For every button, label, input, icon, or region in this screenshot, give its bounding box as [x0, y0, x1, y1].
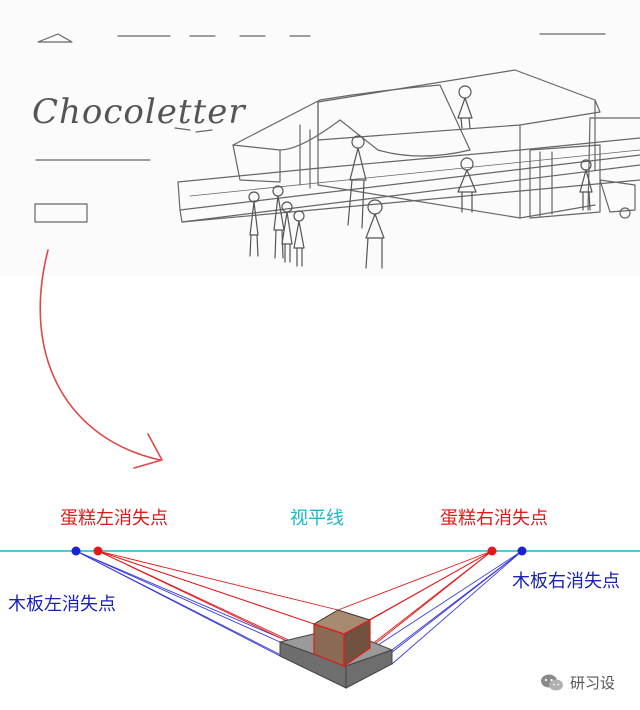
- watermark-text: 研习设: [570, 672, 615, 693]
- cake-right-vp-label: 蛋糕右消失点: [440, 510, 548, 528]
- cake-left-vanishing-point: [94, 547, 103, 556]
- cake-right-line: [370, 551, 492, 620]
- board-right-line: [392, 551, 522, 650]
- board-right-vanishing-point: [518, 547, 527, 556]
- wechat-icon: [540, 673, 564, 693]
- board-left-vanishing-point: [72, 547, 81, 556]
- curved-arrow: [40, 250, 160, 460]
- cake-left-vp-label: 蛋糕左消失点: [60, 510, 168, 528]
- horizon-label: 视平线: [290, 510, 344, 528]
- board-right-vp-label: 木板右消失点: [512, 573, 620, 591]
- cake-right-line: [370, 551, 492, 648]
- cake-right-line: [338, 551, 492, 610]
- board-right-line: [392, 551, 522, 664]
- cake-right-vanishing-point: [488, 547, 497, 556]
- curved-arrowhead: [134, 434, 162, 468]
- board-left-vp-label: 木板左消失点: [8, 596, 116, 614]
- cake-left-line: [98, 551, 344, 634]
- watermark: 研习设: [540, 672, 615, 693]
